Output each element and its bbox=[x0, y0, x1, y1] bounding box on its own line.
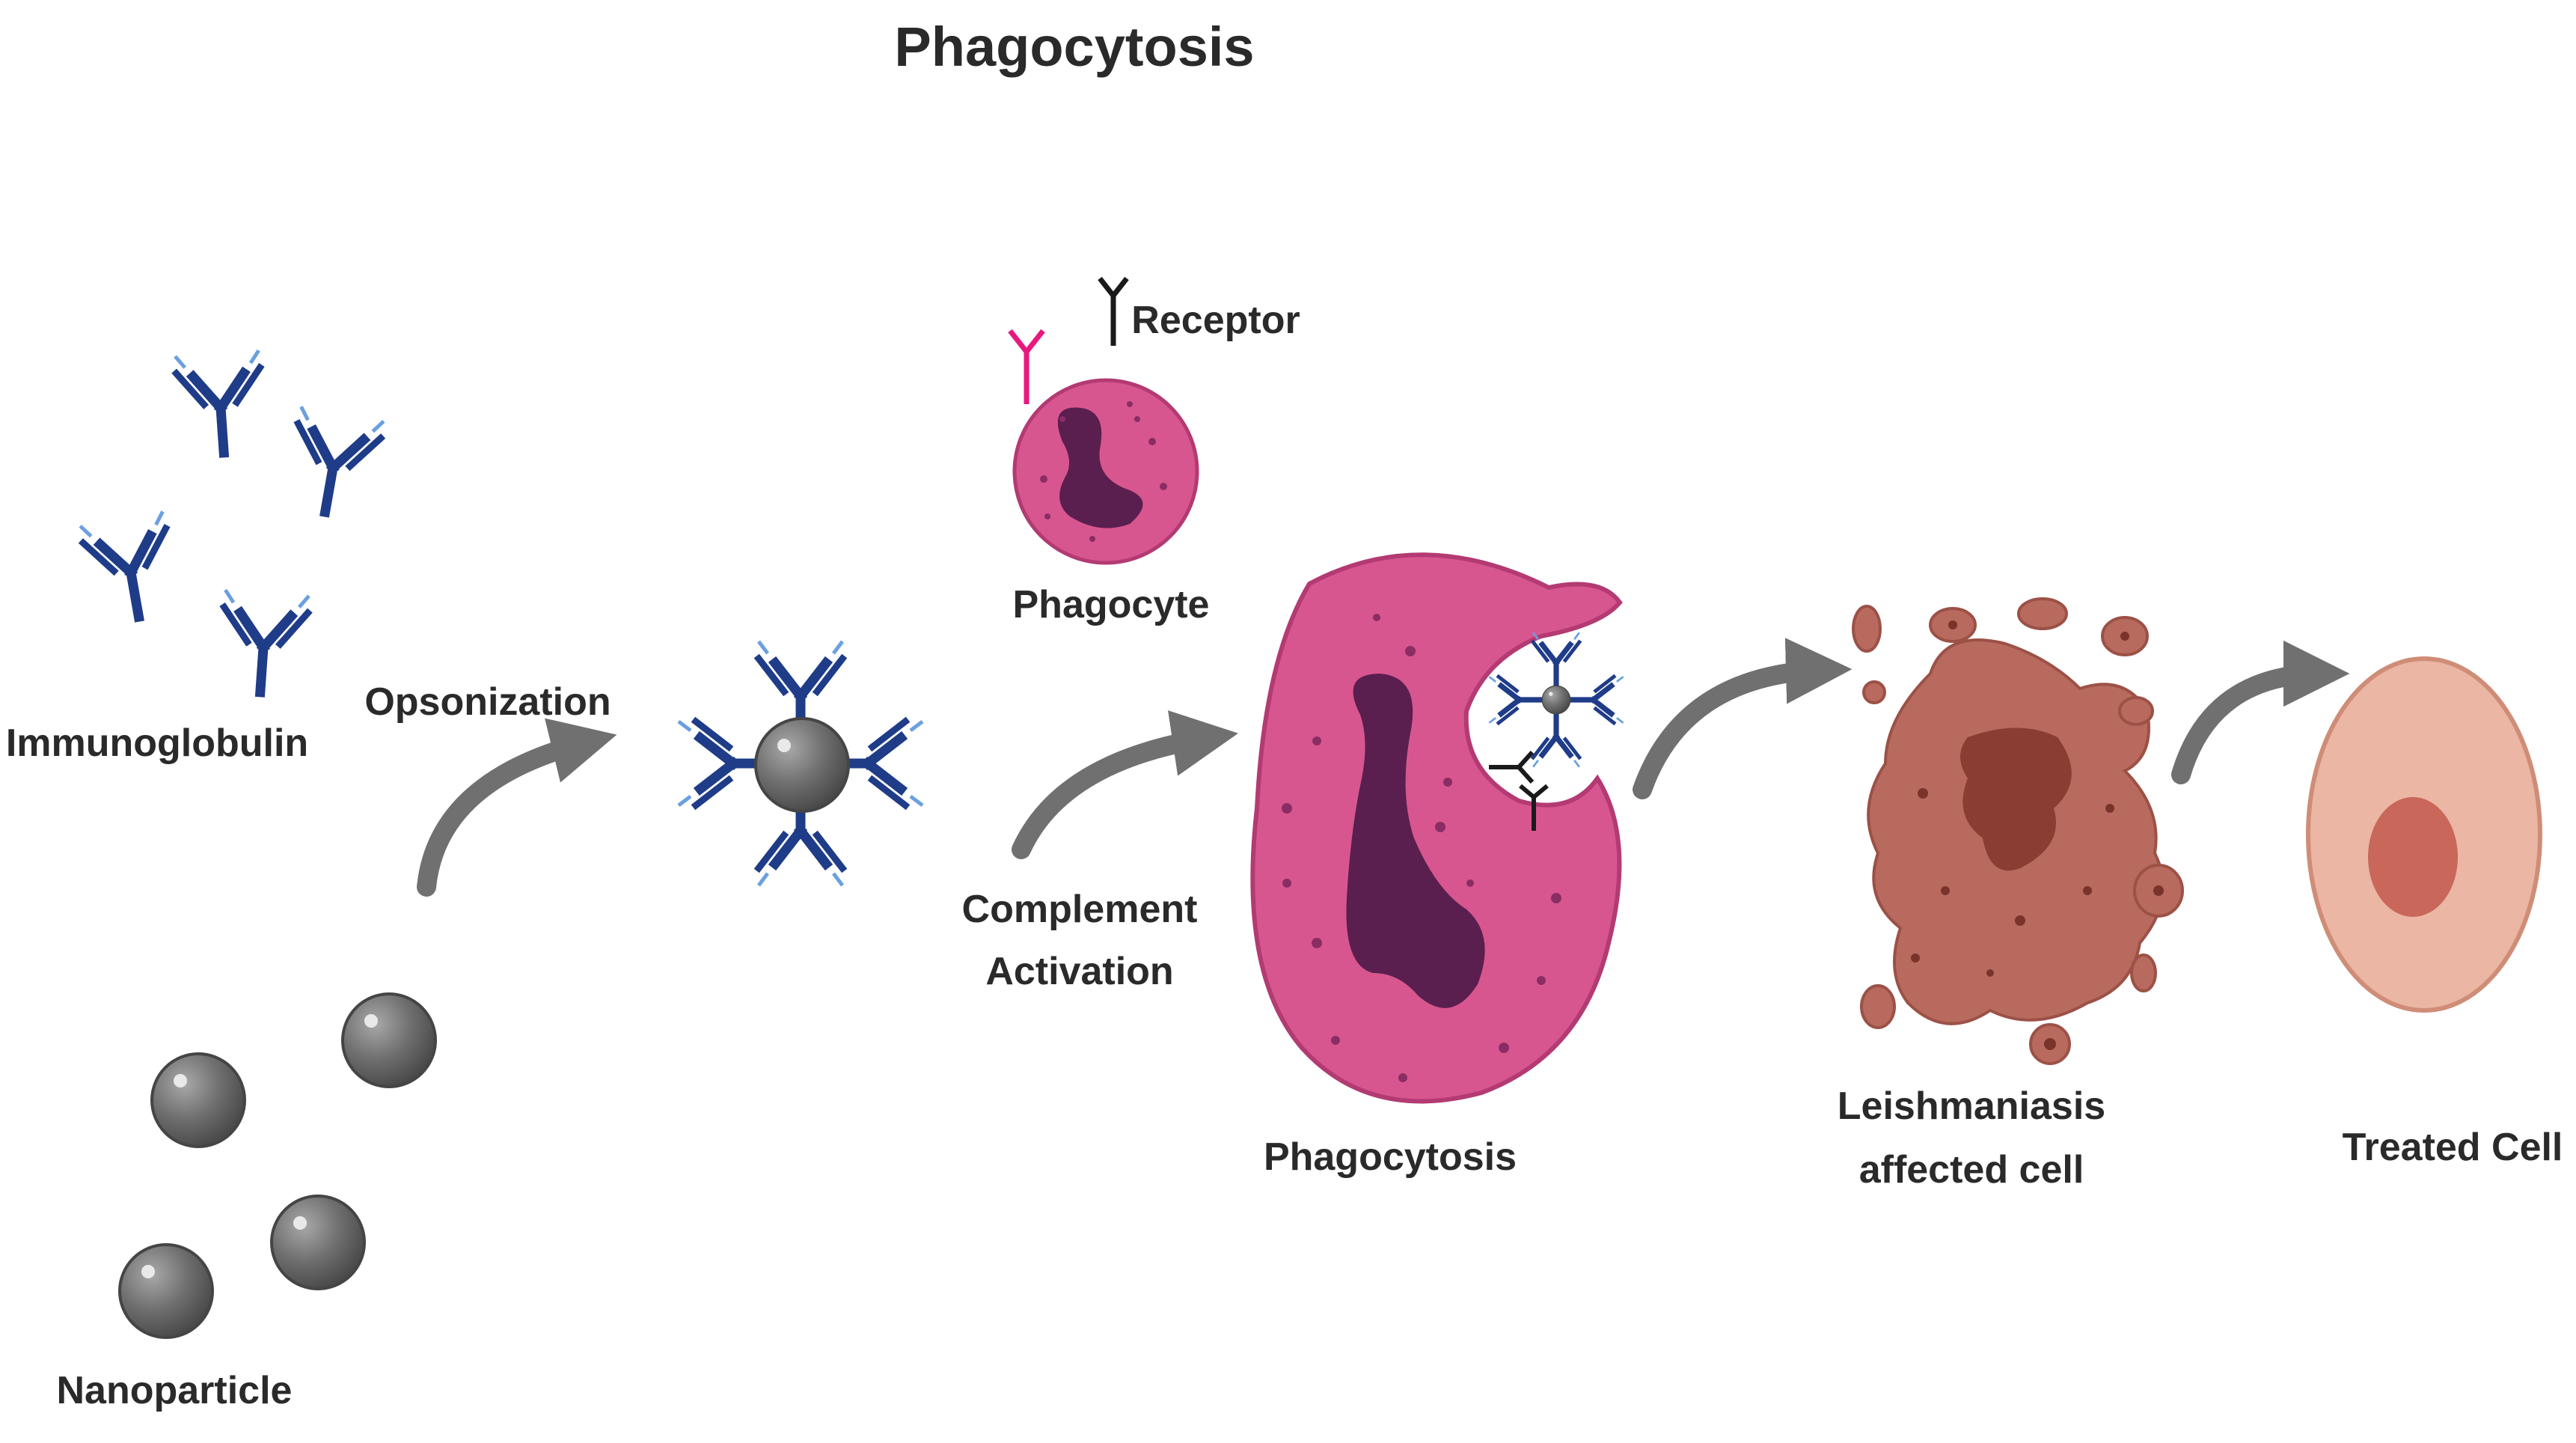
receptor-icon bbox=[1098, 276, 1129, 346]
leishmaniasis-label-line2: affected cell bbox=[1859, 1148, 2084, 1192]
treated-cell bbox=[2306, 656, 2542, 1013]
leishmaniasis-cell bbox=[1852, 597, 2184, 1065]
receptor-label: Receptor bbox=[1131, 299, 1300, 342]
receptor-icon bbox=[1489, 750, 1535, 784]
immunoglobulin-label: Immunoglobulin bbox=[6, 722, 308, 765]
antibody-icon bbox=[1533, 632, 1579, 687]
nanoparticle-icon bbox=[150, 1052, 246, 1148]
antibody-icon bbox=[80, 511, 180, 623]
engulfing-phagocyte bbox=[1250, 552, 1624, 1104]
nanoparticle-group bbox=[118, 992, 437, 1339]
immunoglobulin-group bbox=[80, 350, 384, 695]
diagram-title: Phagocytosis bbox=[894, 16, 1254, 78]
phagocytosis-step-label: Phagocytosis bbox=[1264, 1135, 1517, 1179]
leishmaniasis-label-line1: Leishmaniasis bbox=[1838, 1084, 2105, 1128]
complement-label-line2: Activation bbox=[985, 950, 1173, 993]
treated-cell-label: Treated Cell bbox=[2343, 1126, 2563, 1169]
nanoparticle-icon bbox=[754, 717, 850, 813]
nanoparticle-icon bbox=[270, 1195, 366, 1290]
antibody-icon bbox=[1489, 677, 1544, 723]
phagocyte-cell bbox=[1008, 276, 1199, 565]
curved-arrow-icon bbox=[2171, 640, 2350, 784]
antibody-icon bbox=[218, 590, 309, 695]
antibody-icon bbox=[1533, 713, 1579, 767]
pink-receptor-icon bbox=[1008, 329, 1045, 404]
antibody-icon bbox=[175, 350, 266, 455]
nanoparticle-label: Nanoparticle bbox=[57, 1369, 293, 1412]
phagocyte-label: Phagocyte bbox=[1013, 583, 1210, 626]
antibody-icon bbox=[284, 406, 383, 519]
antibody-icon bbox=[1569, 677, 1624, 723]
curved-arrow-icon bbox=[1633, 638, 1853, 799]
nanoparticle-icon bbox=[341, 992, 437, 1088]
opsonization-label: Opsonization bbox=[364, 680, 611, 724]
curved-arrow-icon bbox=[417, 718, 617, 897]
receptor-icon bbox=[1519, 784, 1549, 831]
complement-label-line1: Complement bbox=[962, 888, 1198, 931]
nanoparticle-icon bbox=[118, 1243, 214, 1339]
curved-arrow-icon bbox=[1012, 710, 1238, 859]
nanoparticle-icon bbox=[1541, 685, 1571, 715]
opsonized-nanoparticle bbox=[679, 641, 923, 885]
